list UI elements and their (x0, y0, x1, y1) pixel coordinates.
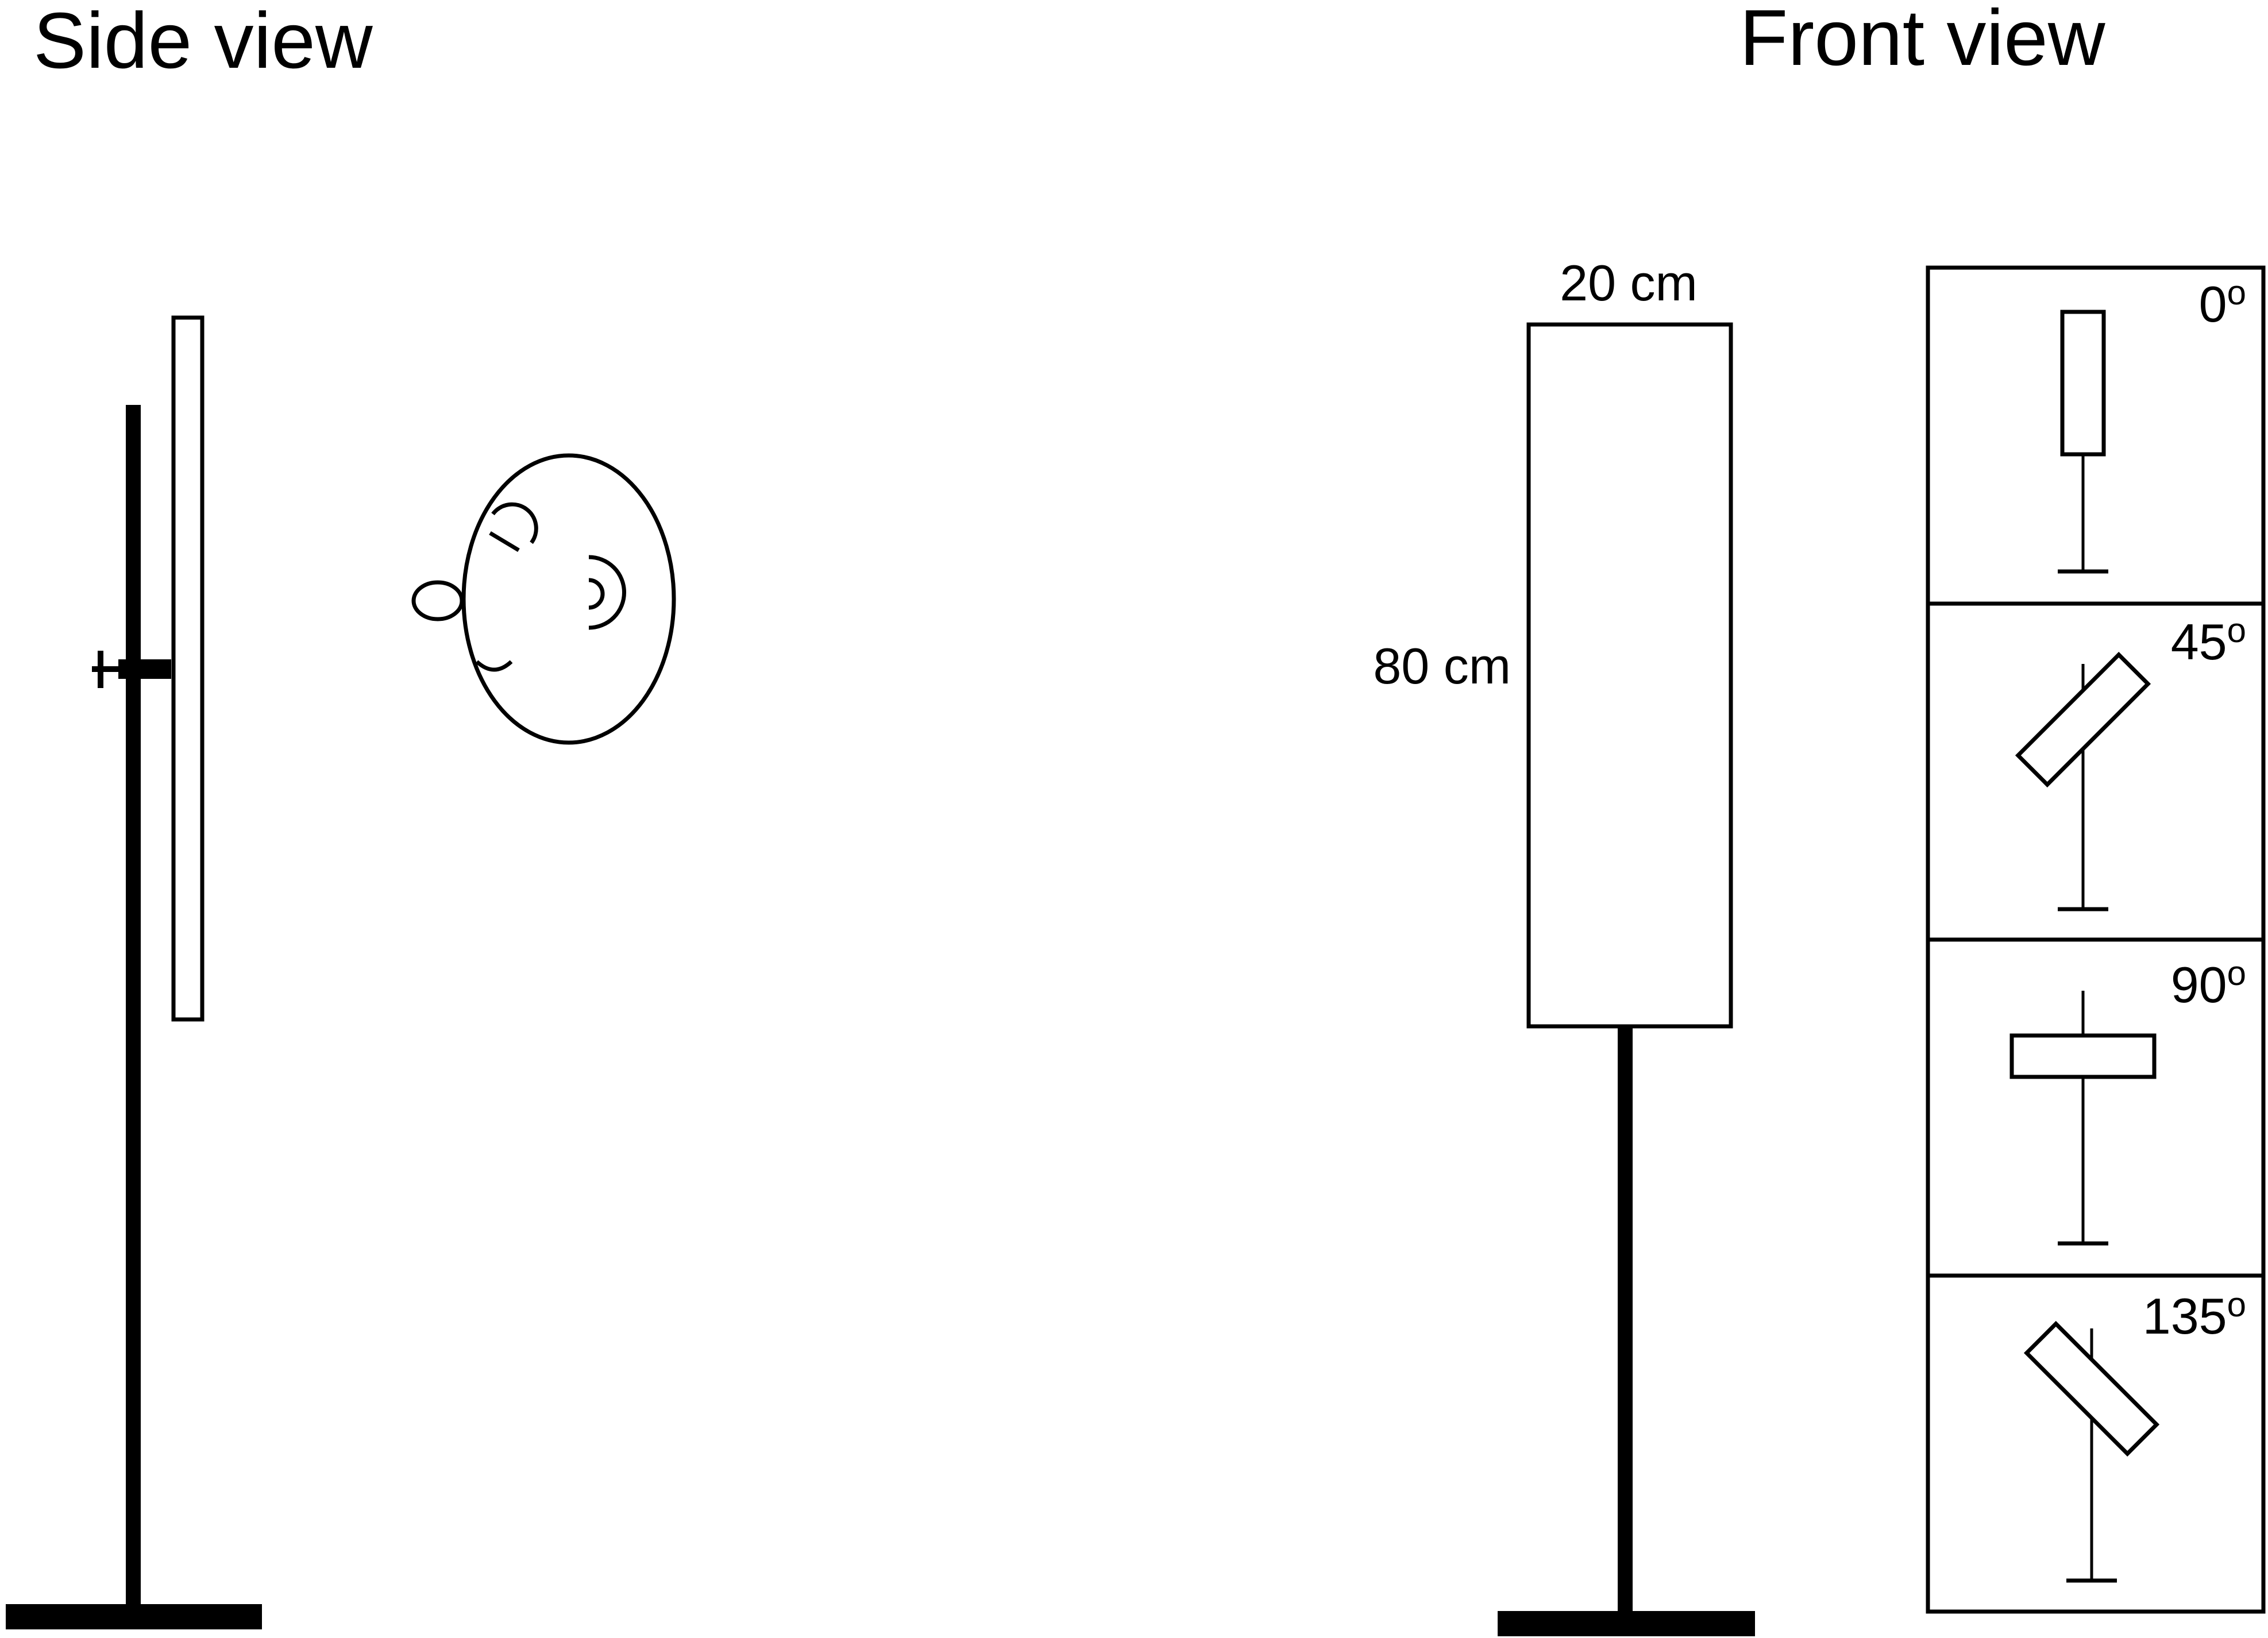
angle-label-135: 135o (2143, 1285, 2246, 1345)
angle-label-45: 45o (2171, 611, 2246, 670)
head-outline (461, 453, 676, 745)
angle-value: 90 (2171, 956, 2227, 1013)
mini-stimulus-90 (2009, 1033, 2157, 1079)
orientation-135: 135o (2023, 1285, 2246, 1583)
mini-stimulus-bar (2060, 310, 2106, 457)
mini-stimulus-bar (2015, 651, 2151, 788)
front-stand-base (1498, 1611, 1755, 1636)
front-stimulus-panel (1526, 322, 1733, 1029)
nose (411, 580, 464, 621)
mini-stimulus-0 (2060, 310, 2106, 457)
mini-stimulus-bar (2009, 1033, 2157, 1079)
degree-sign: o (2227, 1285, 2246, 1324)
front-view-stand (1498, 322, 1755, 1636)
degree-sign: o (2227, 273, 2246, 312)
orientation-90: 90o (2009, 954, 2246, 1246)
height-dimension-label: 80 cm (1373, 638, 1511, 694)
side-view-stand (6, 315, 262, 1629)
angle-label-90: 90o (2171, 954, 2246, 1013)
width-dimension-label: 20 cm (1560, 254, 1698, 311)
side-stimulus-panel (171, 315, 205, 1022)
mouth (475, 660, 513, 672)
ear-inner (588, 578, 605, 610)
front-view-title: Front view (1739, 0, 2105, 82)
mini-stimulus-135 (2023, 1320, 2160, 1457)
eye (489, 531, 520, 553)
degree-sign: o (2227, 611, 2246, 650)
angle-value: 135 (2143, 1288, 2227, 1345)
angle-value: 45 (2171, 613, 2227, 670)
eye-brow (491, 502, 538, 544)
angle-label-0: 0o (2199, 273, 2246, 333)
orientation-0: 0o (2058, 273, 2246, 574)
mini-stimulus-bar (2023, 1320, 2160, 1457)
side-stand-clamp (118, 659, 171, 679)
side-view-title: Side view (33, 0, 373, 85)
observer-head (411, 453, 676, 745)
mini-stimulus-45 (2015, 651, 2151, 788)
orientation-45: 45o (2015, 611, 2246, 911)
angle-value: 0 (2199, 276, 2227, 333)
side-stand-base (6, 1604, 262, 1629)
orientation-panels: 0o 45o 90o 135o (1926, 265, 2266, 1614)
ear-outer (588, 555, 626, 630)
degree-sign: o (2227, 954, 2246, 992)
